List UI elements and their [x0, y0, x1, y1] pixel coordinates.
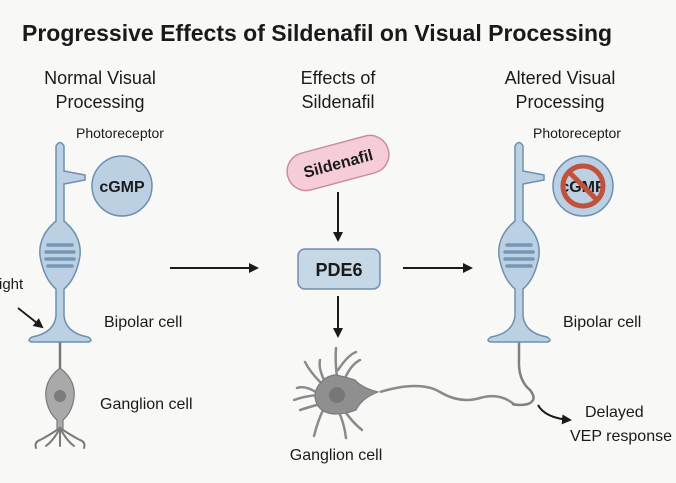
right-photoreceptor-label: Photoreceptor	[533, 125, 621, 141]
prohibited-icon	[560, 163, 606, 209]
altered-header-line1: Altered Visual	[505, 68, 616, 88]
effects-header-line1: Effects of	[301, 68, 377, 88]
normal-header-line2: Processing	[55, 92, 144, 112]
left-photoreceptor-label: Photoreceptor	[76, 125, 164, 141]
normal-ganglion-cell	[34, 367, 86, 449]
delayed-label-line2: VEP response	[570, 428, 672, 445]
left-bipolar-label: Bipolar cell	[104, 314, 182, 331]
light-arrow	[17, 307, 44, 329]
normal-header-line1: Normal Visual	[44, 68, 156, 88]
center-ganglion-label: Ganglion cell	[290, 447, 383, 464]
diagram-title: Progressive Effects of Sildenafil on Vis…	[22, 20, 612, 46]
delayed-arrow	[537, 404, 572, 425]
normal-photoreceptor-cell: cGMP	[27, 140, 153, 449]
altered-photoreceptor-cell: cGMP	[486, 140, 614, 407]
altered-header-line2: Processing	[515, 92, 604, 112]
sildenafil-pill: Sildenafil	[286, 134, 390, 192]
right-bipolar-label: Bipolar cell	[563, 314, 641, 331]
cgmp-bubble: cGMP	[91, 155, 153, 217]
delayed-label-line1: Delayed	[585, 404, 644, 421]
center-ganglion-neuron	[292, 346, 516, 440]
effects-header-line2: Sildenafil	[301, 92, 374, 112]
blocked-cgmp-bubble: cGMP	[552, 155, 614, 217]
pde6-box: PDE6	[297, 248, 381, 290]
pde6-label: PDE6	[315, 260, 362, 280]
cgmp-label: cGMP	[99, 179, 145, 196]
light-label: ight	[0, 276, 24, 293]
left-ganglion-label: Ganglion cell	[100, 396, 193, 413]
